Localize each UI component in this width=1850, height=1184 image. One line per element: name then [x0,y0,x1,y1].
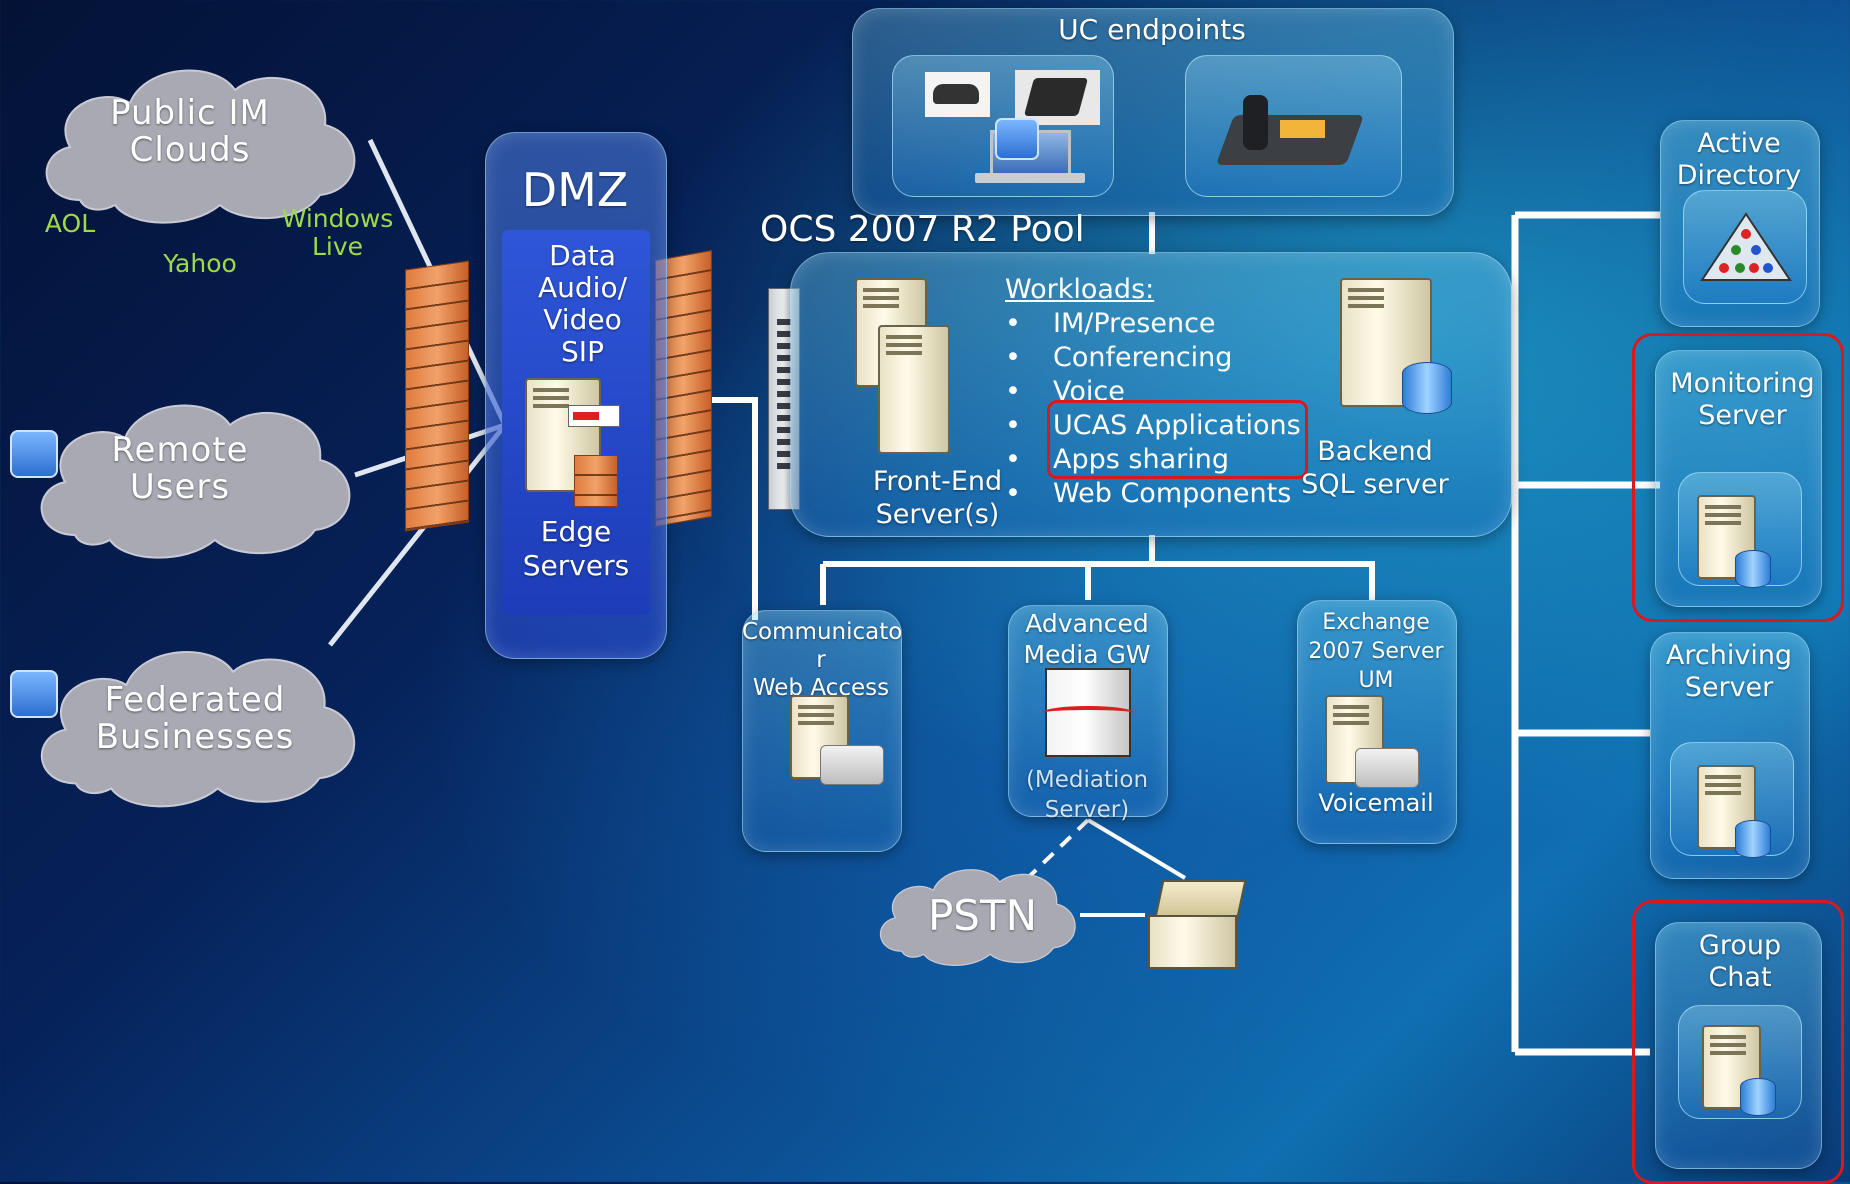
pstn-label: PSTN [927,891,1038,940]
highlight-box-group-chat [1632,900,1844,1184]
outer-firewall-icon [405,260,469,532]
headset-icon [925,72,990,117]
voicemail-label: Voicemail [1318,789,1434,817]
workloads-list: Workloads: IM/Presence Conferencing Voic… [1005,273,1305,511]
workload-item: UCAS Applications [1005,409,1305,443]
workloads-title: Workloads: [1005,274,1155,305]
workload-item: IM/Presence [1005,307,1305,341]
database-icon [1740,1078,1776,1116]
phone-icon [820,745,884,785]
ip-phone-icon [1215,90,1365,170]
monitoring-server-label: Monitoring Server [1670,368,1815,431]
workload-item: Apps sharing [1005,443,1305,477]
yahoo-label: Yahoo [163,249,237,278]
remote-users-label: Remote Users [111,430,249,508]
group-chat-label: Group Chat [1698,930,1782,993]
edge-servers-label: Edge Servers [522,515,630,582]
directory-tree-icon [1700,212,1792,281]
edge-firewall-icon [574,455,618,507]
public-im-clouds-label: Public IM Clouds [110,93,270,171]
pool-title: OCS 2007 R2 Pool [760,209,1085,250]
exchange-label: Exchange 2007 Server UM [1308,610,1444,693]
mediation-bottom-label: (Mediation Server) [1025,767,1149,823]
public-im-cloud-shape [45,69,356,224]
workload-item: Web Components [1005,477,1305,511]
exchange-panel [1297,600,1457,844]
aol-label: AOL [44,209,96,238]
network-switch-icon [768,288,800,510]
backend-sql-label: Backend SQL server [1301,436,1449,500]
desk-phone-icon [1015,70,1100,125]
dmz-protocols: Data Audio/ Video SIP [537,239,628,368]
database-icon [1735,820,1771,858]
federated-cloud-shape [40,651,356,808]
communicator-icon [10,430,58,478]
communicator-icon [10,670,58,718]
database-icon [1735,550,1771,588]
highlight-box-monitoring [1632,333,1844,622]
pbx-gateway-icon [1148,870,1248,969]
front-end-server-icon [878,325,950,454]
workload-item: Conferencing [1005,341,1305,375]
dmz-title: DMZ [521,163,629,217]
phone-icon [1355,748,1419,788]
active-directory-label: Active Directory [1676,128,1802,191]
pstn-cloud-shape [879,869,1076,966]
remote-users-cloud-shape [40,404,351,559]
archiving-server-label: Archiving Server [1665,640,1793,703]
media-gateway-icon [1042,668,1134,757]
uc-endpoints-title: UC endpoints [1058,13,1246,46]
highlight-box-ucas [1047,400,1308,479]
communicator-icon [995,118,1039,160]
edge-server-screen [568,405,620,427]
mediation-top-label: Advanced Media GW [1023,609,1151,669]
federated-businesses-label: Federated Businesses [95,680,295,758]
database-icon [1402,362,1452,414]
front-end-servers-label: Front-End Server(s) [872,466,1003,530]
windows-live-label: Windows Live [281,204,394,261]
cwa-label: Communicato r Web Access [742,619,903,701]
exchange-server-icon [1325,695,1384,784]
